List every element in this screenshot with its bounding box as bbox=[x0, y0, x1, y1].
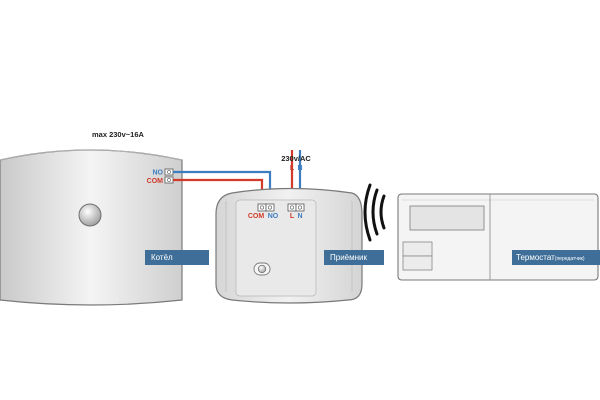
receiver: COM NO L N bbox=[215, 187, 363, 304]
boiler-rating-label: max 230v~16A bbox=[92, 130, 145, 139]
thermostat-tag-subtext: (передатчик) bbox=[554, 256, 585, 262]
boiler-com-label: COM bbox=[147, 178, 164, 185]
receiver-tag-text: Приёмник bbox=[330, 253, 368, 262]
receiver-terminal-com-no bbox=[257, 203, 275, 212]
supply-voltage-label: 230v/AC bbox=[281, 154, 311, 163]
thermostat-tag: Термостат(передатчик) bbox=[512, 250, 600, 265]
receiver-n-label: N bbox=[297, 213, 302, 220]
boiler-knob[interactable] bbox=[78, 203, 102, 227]
supply-l-label: L bbox=[290, 165, 295, 172]
thermostat-display bbox=[409, 205, 485, 231]
receiver-tag: Приёмник bbox=[324, 250, 384, 265]
receiver-terminal-l-n bbox=[287, 203, 305, 212]
boiler: max 230v~16A NO COM bbox=[0, 130, 183, 306]
receiver-com-label: COM bbox=[248, 213, 265, 220]
receiver-no-label: NO bbox=[268, 213, 279, 220]
receiver-l-label: L bbox=[290, 213, 295, 220]
wireless-signal-icon bbox=[363, 183, 386, 242]
boiler-tag: Котёл bbox=[145, 250, 209, 265]
supply-n-label: N bbox=[297, 165, 302, 172]
thermostat-tag-text: Термостат bbox=[516, 253, 555, 262]
thermostat-buttons[interactable] bbox=[402, 241, 433, 271]
thermostat bbox=[397, 193, 599, 281]
boiler-no-label: NO bbox=[153, 170, 164, 177]
receiver-button[interactable] bbox=[253, 262, 271, 276]
boiler-tag-text: Котёл bbox=[151, 253, 173, 262]
